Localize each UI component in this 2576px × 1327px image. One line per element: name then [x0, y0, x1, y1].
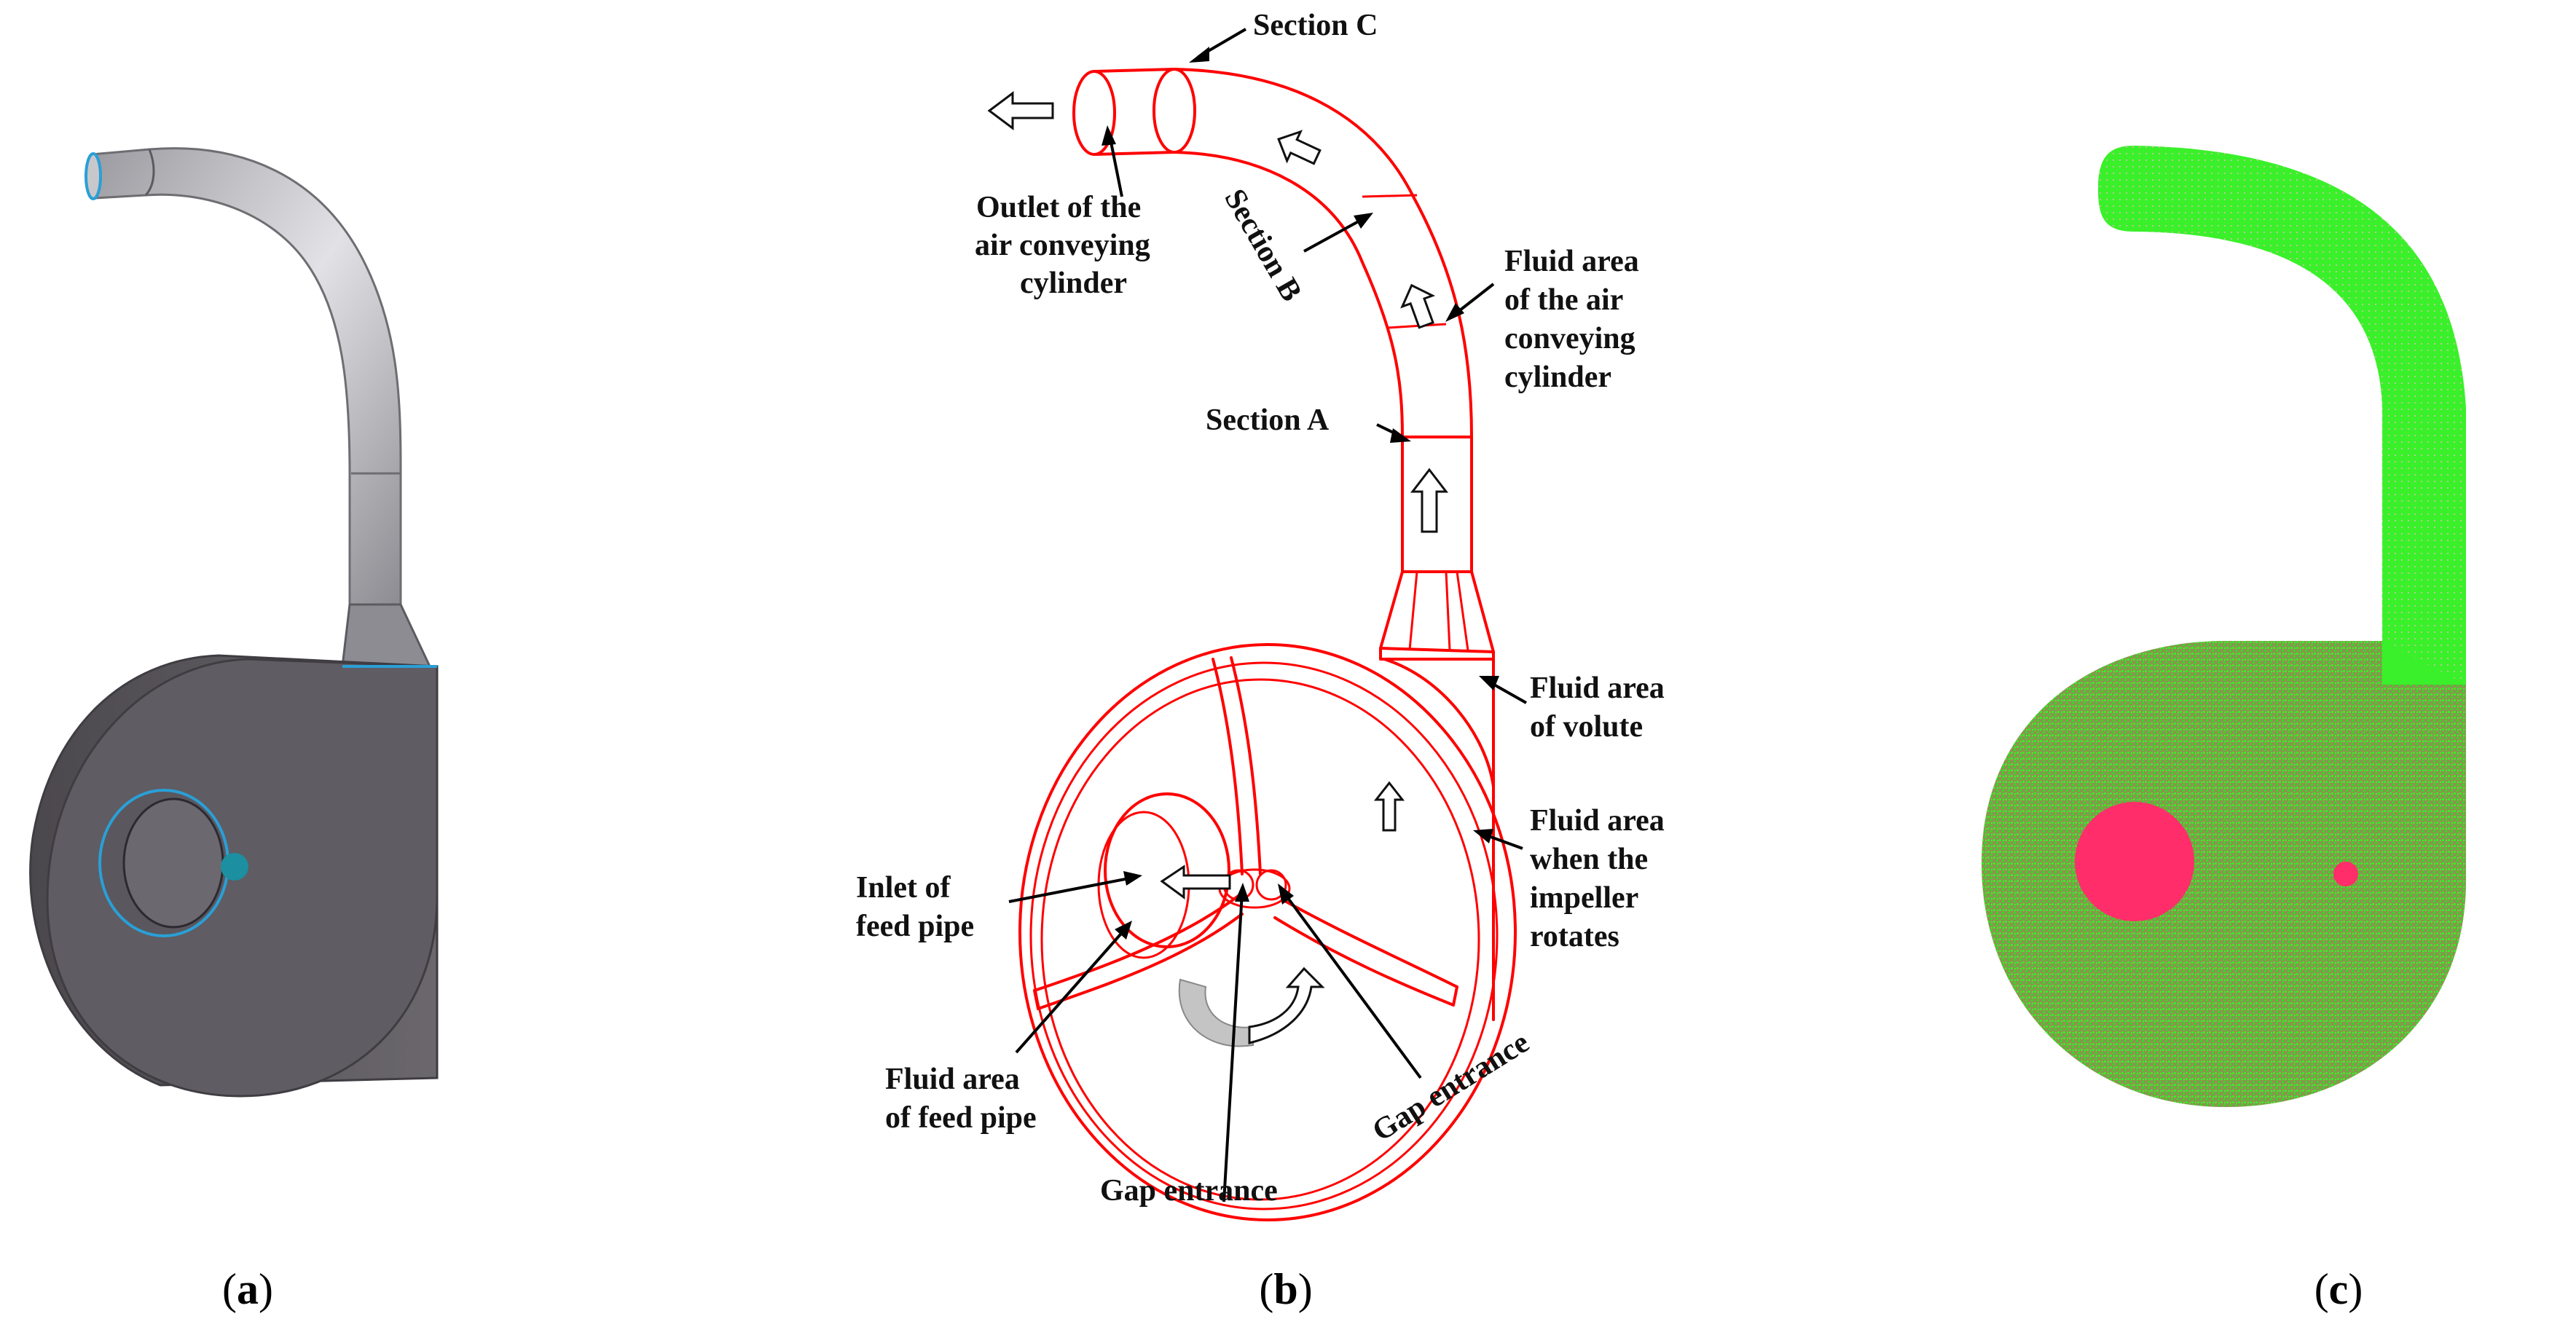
label-impeller-3: impeller: [1530, 881, 1638, 915]
rotation-arrow-white: [1248, 966, 1325, 1044]
label-outlet-2: air conveying: [975, 229, 1150, 262]
caption-b: (b): [1259, 1265, 1312, 1313]
label-section-b: Section B: [1217, 184, 1308, 307]
rotation-arrow-gray: [1178, 978, 1254, 1047]
label-fluid-feed-2: of feed pipe: [885, 1101, 1037, 1135]
label-fluid-air-4: cylinder: [1504, 361, 1611, 394]
label-fluid-air-2: of the air: [1504, 283, 1623, 317]
label-inlet-feed-1: Inlet of: [856, 871, 951, 905]
label-section-a: Section A: [1206, 403, 1330, 437]
arrow-straight: [1410, 468, 1449, 533]
label-outlet-3: cylinder: [1020, 267, 1127, 300]
label-gap-entrance-bottom: Gap entrance: [1100, 1174, 1278, 1208]
arrow-pipe-top: [1277, 130, 1322, 165]
panel-b-wireframe: Section C Outlet of the air conveying cy…: [856, 9, 1665, 1221]
panel-a-model: [29, 147, 439, 1098]
caption-a: (a): [222, 1265, 273, 1313]
label-inlet-feed-2: feed pipe: [856, 910, 974, 943]
arrow-pipe-mid: [1400, 283, 1436, 329]
label-impeller-2: when the: [1530, 843, 1648, 876]
model-pipe: [90, 147, 402, 606]
mesh-center: [2333, 862, 2358, 886]
label-fluid-air-1: Fluid area: [1504, 245, 1639, 278]
label-gap-entrance-right: Gap entrance: [1367, 1025, 1535, 1148]
label-outlet-1: Outlet of the: [976, 191, 1141, 224]
label-volute-2: of volute: [1530, 710, 1643, 744]
arrow-outlet: [987, 91, 1054, 130]
caption-c: (c): [2314, 1265, 2363, 1313]
mesh-inlet: [2075, 802, 2194, 921]
pointers: [1008, 28, 1527, 1202]
mesh-pipe: [2098, 146, 2466, 685]
label-fluid-feed-1: Fluid area: [885, 1063, 1020, 1096]
mesh-housing: [1982, 641, 2466, 1107]
label-impeller-4: rotates: [1530, 920, 1619, 953]
panel-c-mesh: [1982, 146, 2466, 1107]
model-neck: [341, 603, 432, 668]
arrow-volute: [1373, 781, 1405, 832]
model-outlet-edge: [85, 152, 102, 200]
label-section-c: Section C: [1253, 9, 1378, 42]
arrow-feed: [1160, 865, 1231, 899]
label-volute-1: Fluid area: [1530, 672, 1665, 705]
model-center-hole: [221, 853, 248, 881]
label-impeller-1: Fluid area: [1530, 804, 1665, 838]
label-fluid-air-3: conveying: [1504, 322, 1635, 355]
